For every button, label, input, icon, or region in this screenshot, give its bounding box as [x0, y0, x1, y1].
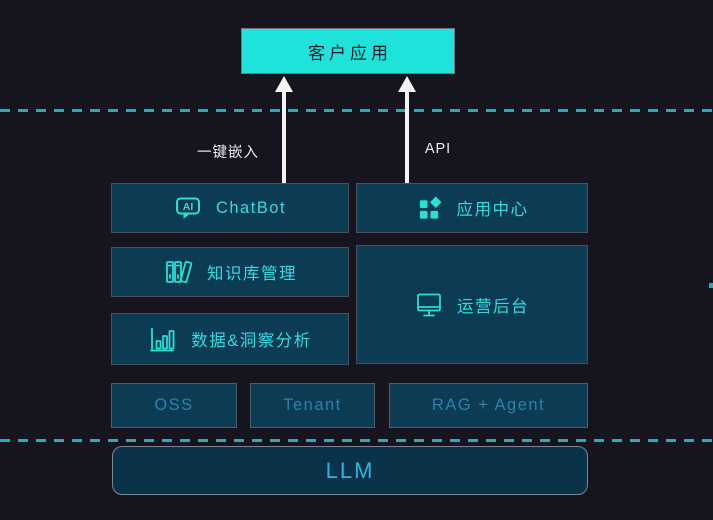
ai-icon-text: AI [183, 201, 194, 213]
infra-rag-agent-label: RAG + Agent [431, 396, 546, 414]
module-data-insight: 数据&洞察分析 [111, 313, 349, 365]
module-data-insight-label: 数据&洞察分析 [191, 332, 312, 350]
module-knowledge-base-label: 知识库管理 [207, 265, 297, 283]
module-chatbot-label: ChatBot [215, 198, 287, 217]
monitor-icon [417, 293, 441, 316]
dashed-separator-bottom [0, 439, 713, 442]
module-chatbot: AI ChatBot [111, 183, 349, 233]
llm-label: LLM [325, 457, 375, 483]
module-app-center: 应用中心 [356, 183, 588, 233]
arrow-up-embed-shaft [282, 91, 286, 183]
module-ops-console: 运营后台 [356, 245, 588, 364]
books-icon [166, 260, 193, 284]
module-knowledge-base: 知识库管理 [111, 247, 349, 297]
infra-oss-label: OSS [154, 396, 194, 414]
arrow-up-embed-head [275, 76, 293, 92]
infra-tenant-box: Tenant [250, 383, 375, 428]
dashed-separator-top [0, 109, 713, 112]
bar-chart-icon [150, 327, 175, 351]
right-edge-dash-fragment [709, 283, 713, 288]
ai-chat-icon: AI [175, 197, 200, 219]
llm-box: LLM [112, 446, 588, 495]
customer-app-box: 客户应用 [241, 28, 455, 74]
module-ops-console-label: 运营后台 [457, 297, 529, 316]
app-grid-icon [419, 195, 442, 219]
infra-oss-box: OSS [111, 383, 237, 428]
customer-app-label: 客户应用 [308, 43, 392, 63]
arrow-up-api-shaft [405, 91, 409, 183]
infra-tenant-label: Tenant [283, 396, 342, 414]
infra-rag-agent-box: RAG + Agent [389, 383, 588, 428]
embed-label: 一键嵌入 [197, 145, 259, 161]
module-app-center-label: 应用中心 [456, 201, 529, 219]
arrow-up-api-head [398, 76, 416, 92]
api-label: API [424, 141, 452, 157]
